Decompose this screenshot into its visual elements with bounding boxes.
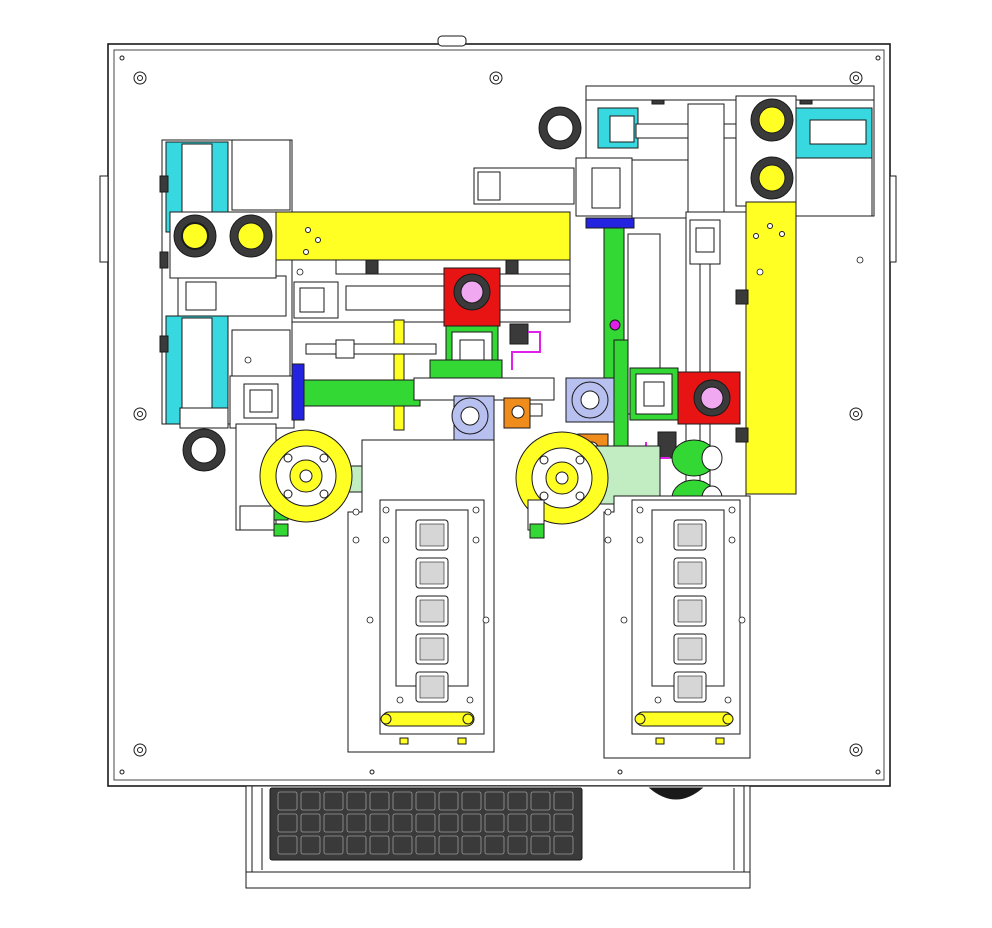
keyboard-key: [277, 791, 298, 811]
tray-pocket-insert: [677, 675, 703, 699]
screw: [738, 616, 746, 624]
keyboard-key: [438, 791, 459, 811]
left-tray-pockets: [415, 519, 449, 703]
tray-pocket-insert: [677, 561, 703, 585]
keyboard-key: [346, 813, 367, 833]
right-green-couplings: [671, 439, 723, 517]
screw: [724, 696, 732, 704]
screw: [472, 506, 480, 514]
right-gantry: [473, 85, 875, 229]
keyboard-key: [323, 813, 344, 833]
keyboard-key: [507, 835, 528, 855]
screw: [382, 506, 390, 514]
keyboard-key: [484, 835, 505, 855]
keyboard-key: [392, 791, 413, 811]
tray-pocket-insert: [419, 523, 445, 547]
screw: [244, 356, 252, 364]
keyboard-key: [438, 813, 459, 833]
left-yellow-beam: [275, 211, 571, 431]
screw: [756, 268, 764, 276]
left-rollers: [169, 211, 277, 472]
keyboard-key: [277, 813, 298, 833]
tray-pocket-insert: [677, 637, 703, 661]
keyboard-key: [415, 813, 436, 833]
left-gantry: [159, 139, 305, 537]
keyboard-key: [461, 813, 482, 833]
screw: [366, 616, 374, 624]
left-rotary-disc: [259, 429, 353, 523]
screw: [636, 536, 644, 544]
right-rotary-disc: [515, 431, 609, 539]
tray-pocket-insert: [419, 675, 445, 699]
keyboard-key: [323, 791, 344, 811]
keyboard-key: [300, 791, 321, 811]
right-yellow-beam: [603, 201, 797, 503]
keyboard-key: [484, 791, 505, 811]
screw: [620, 616, 628, 624]
screw: [472, 536, 480, 544]
screw: [382, 536, 390, 544]
screws: [244, 256, 864, 704]
screw: [296, 268, 304, 276]
keyboard-key: [553, 813, 574, 833]
keyboard-key: [277, 835, 298, 855]
tray-pocket-insert: [677, 599, 703, 623]
screw: [396, 696, 404, 704]
screw: [482, 616, 490, 624]
screw: [636, 506, 644, 514]
keyboard-key: [507, 791, 528, 811]
keyboard-key: [461, 835, 482, 855]
right-rollers: [538, 95, 797, 207]
right-tray-pockets: [673, 519, 707, 703]
keyboard-key: [369, 791, 390, 811]
screw: [604, 508, 612, 516]
screw: [654, 696, 662, 704]
screw: [604, 536, 612, 544]
keyboard-key: [553, 791, 574, 811]
keyboard-key: [369, 813, 390, 833]
keyboard-key: [392, 813, 413, 833]
keyboard-drawer: [245, 785, 751, 889]
left-conveyor-track: [347, 439, 495, 753]
keyboard-key: [346, 835, 367, 855]
screw: [728, 506, 736, 514]
keyboard-key: [346, 791, 367, 811]
keyboard-key: [392, 835, 413, 855]
screw: [352, 508, 360, 516]
keyboard-key: [530, 813, 551, 833]
keyboard-key: [438, 835, 459, 855]
right-conveyor-track: [603, 495, 751, 759]
keyboard-key: [323, 835, 344, 855]
keyboard-key: [300, 835, 321, 855]
screw: [856, 256, 864, 264]
keyboard-key: [369, 835, 390, 855]
keyboard-key: [415, 791, 436, 811]
tray-pocket-insert: [419, 561, 445, 585]
right-red-carriage: [613, 339, 741, 461]
keyboard-key: [530, 835, 551, 855]
keyboard-key: [484, 813, 505, 833]
keyboard-key: [415, 835, 436, 855]
screw: [352, 536, 360, 544]
tray-pocket-insert: [419, 637, 445, 661]
keyboard-key: [507, 813, 528, 833]
tray-pocket-insert: [677, 523, 703, 547]
screw: [728, 536, 736, 544]
keyboard-key: [530, 791, 551, 811]
keyboard-key: [300, 813, 321, 833]
tray-pocket-insert: [419, 599, 445, 623]
keyboard-key: [553, 835, 574, 855]
keyboard-key: [461, 791, 482, 811]
screw: [466, 696, 474, 704]
keyboard-keys: [277, 791, 574, 855]
mounting-holes: [119, 55, 881, 775]
